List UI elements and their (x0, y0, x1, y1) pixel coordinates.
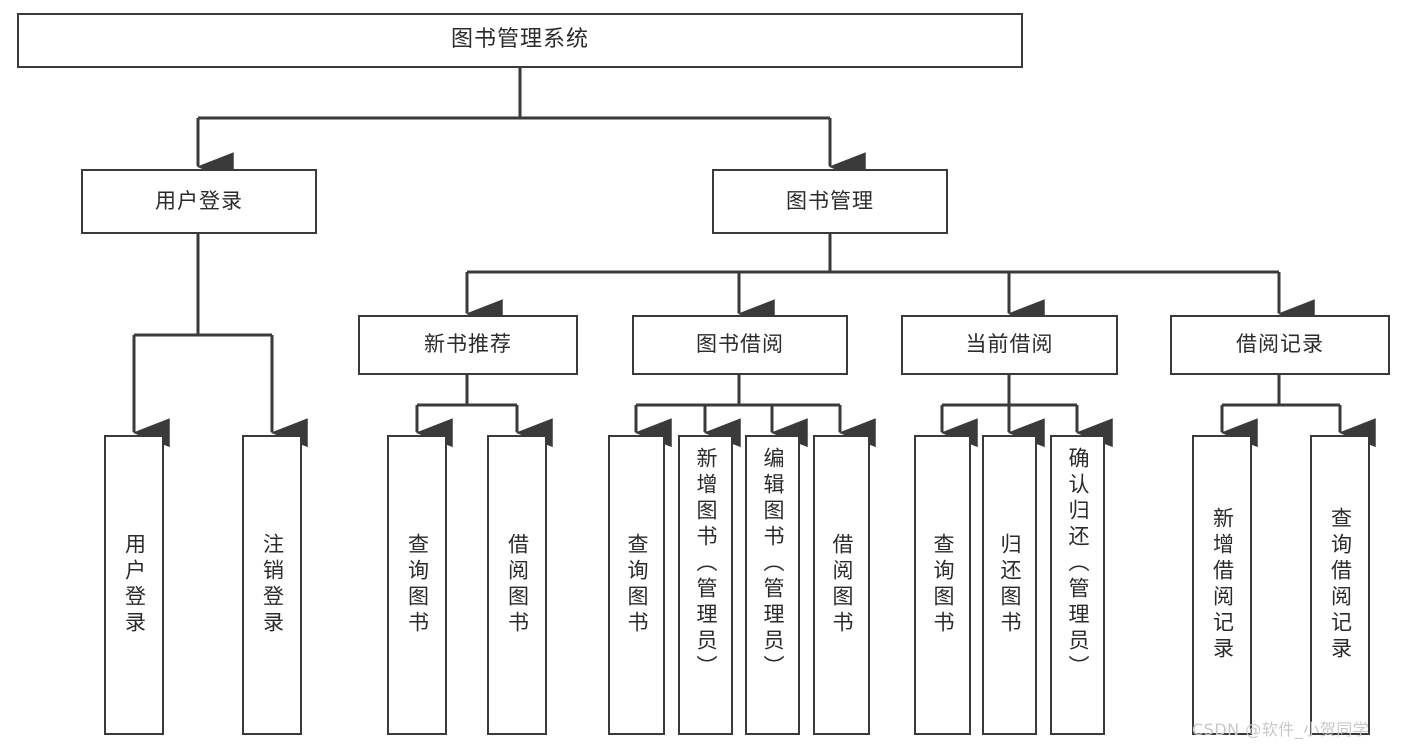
leaf-label: 查询借阅记录 (1328, 507, 1353, 663)
leaf-label: 注销登录 (260, 533, 285, 637)
leaf-edit-book-admin[interactable]: 编辑图书（管理员） (745, 435, 800, 735)
leaf-label: 用户登录 (122, 533, 147, 637)
leaf-borrow-book[interactable]: 借阅图书 (813, 435, 870, 735)
node-label: 当前借阅 (965, 332, 1054, 357)
leaf-label: 新增图书（管理员） (694, 447, 718, 681)
leaf-user-logout[interactable]: 注销登录 (242, 435, 302, 735)
leaf-add-borrow-record[interactable]: 新增借阅记录 (1192, 435, 1252, 735)
leaf-user-login[interactable]: 用户登录 (104, 435, 164, 735)
node-label: 图书管理 (786, 188, 874, 213)
leaf-query-book-borrow[interactable]: 查询图书 (608, 435, 665, 735)
leaf-label: 借阅图书 (830, 533, 854, 637)
leaf-query-borrow-record[interactable]: 查询借阅记录 (1310, 435, 1370, 735)
leaf-borrow-book-recommend[interactable]: 借阅图书 (487, 435, 547, 735)
node-book-management[interactable]: 图书管理 (712, 169, 948, 234)
node-label: 图书管理系统 (450, 27, 589, 53)
leaf-label: 归还图书 (998, 533, 1022, 637)
leaf-label: 查询图书 (405, 533, 430, 637)
leaf-label: 新增借阅记录 (1210, 507, 1235, 663)
leaf-label: 借阅图书 (505, 533, 530, 637)
leaf-label: 编辑图书（管理员） (761, 447, 785, 681)
node-book-borrow[interactable]: 图书借阅 (632, 315, 848, 375)
node-label: 借阅记录 (1236, 332, 1324, 357)
node-root-book-management-system[interactable]: 图书管理系统 (17, 13, 1023, 68)
leaf-label: 确认归还（管理员） (1066, 447, 1090, 681)
node-label: 新书推荐 (424, 332, 512, 357)
node-label: 用户登录 (155, 188, 243, 213)
node-new-book-recommend[interactable]: 新书推荐 (358, 315, 578, 375)
leaf-label: 查询图书 (931, 533, 955, 637)
node-label: 图书借阅 (696, 332, 784, 357)
node-user-login[interactable]: 用户登录 (81, 169, 317, 234)
node-current-borrow[interactable]: 当前借阅 (901, 315, 1118, 375)
node-borrow-record[interactable]: 借阅记录 (1170, 315, 1390, 375)
leaf-add-book-admin[interactable]: 新增图书（管理员） (678, 435, 733, 735)
leaf-query-book-current[interactable]: 查询图书 (914, 435, 971, 735)
leaf-label: 查询图书 (625, 533, 649, 637)
leaf-return-book[interactable]: 归还图书 (982, 435, 1037, 735)
leaf-confirm-return-admin[interactable]: 确认归还（管理员） (1050, 435, 1105, 735)
leaf-query-book-recommend[interactable]: 查询图书 (387, 435, 447, 735)
